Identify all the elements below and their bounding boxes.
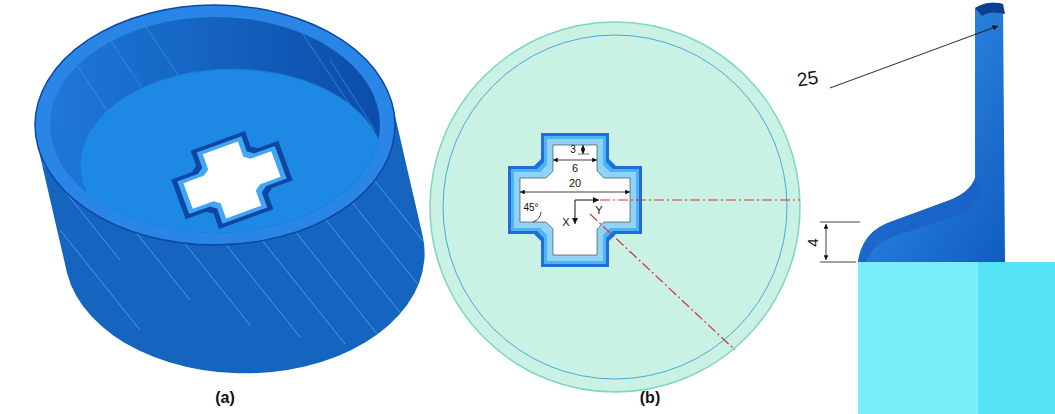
dim-line	[826, 224, 827, 260]
cup-floor	[80, 69, 384, 261]
dim-line	[583, 145, 584, 154]
radius-leader	[830, 26, 998, 88]
base-block	[858, 262, 1055, 414]
dim-line	[520, 192, 630, 193]
section-view	[820, 3, 1055, 414]
dimension-value: 6	[572, 163, 578, 174]
angle-arc	[533, 212, 541, 222]
dimension-value: 20	[569, 178, 581, 189]
cup-3d-view	[35, 5, 440, 373]
base-face	[858, 262, 978, 414]
dimension-value: 3	[570, 145, 576, 155]
axis-label: Y	[595, 205, 602, 216]
panel-label: (b)	[640, 390, 660, 406]
cross-hole	[164, 121, 299, 238]
disc-inner-circle	[443, 35, 787, 379]
angle-value: 45°	[523, 203, 538, 213]
disc-outline	[430, 22, 800, 392]
axis-label: X	[562, 217, 569, 228]
panel-label: (a)	[215, 390, 235, 406]
dimension-value: 4	[805, 238, 820, 246]
dim-line	[553, 160, 597, 161]
section-line	[590, 214, 735, 350]
x-axis-arrow	[575, 200, 576, 224]
section-line	[600, 199, 800, 200]
radius-dimension: 25	[796, 67, 820, 89]
y-axis-arrow	[575, 200, 599, 201]
wall-section	[858, 3, 1005, 262]
top-view	[430, 22, 800, 392]
